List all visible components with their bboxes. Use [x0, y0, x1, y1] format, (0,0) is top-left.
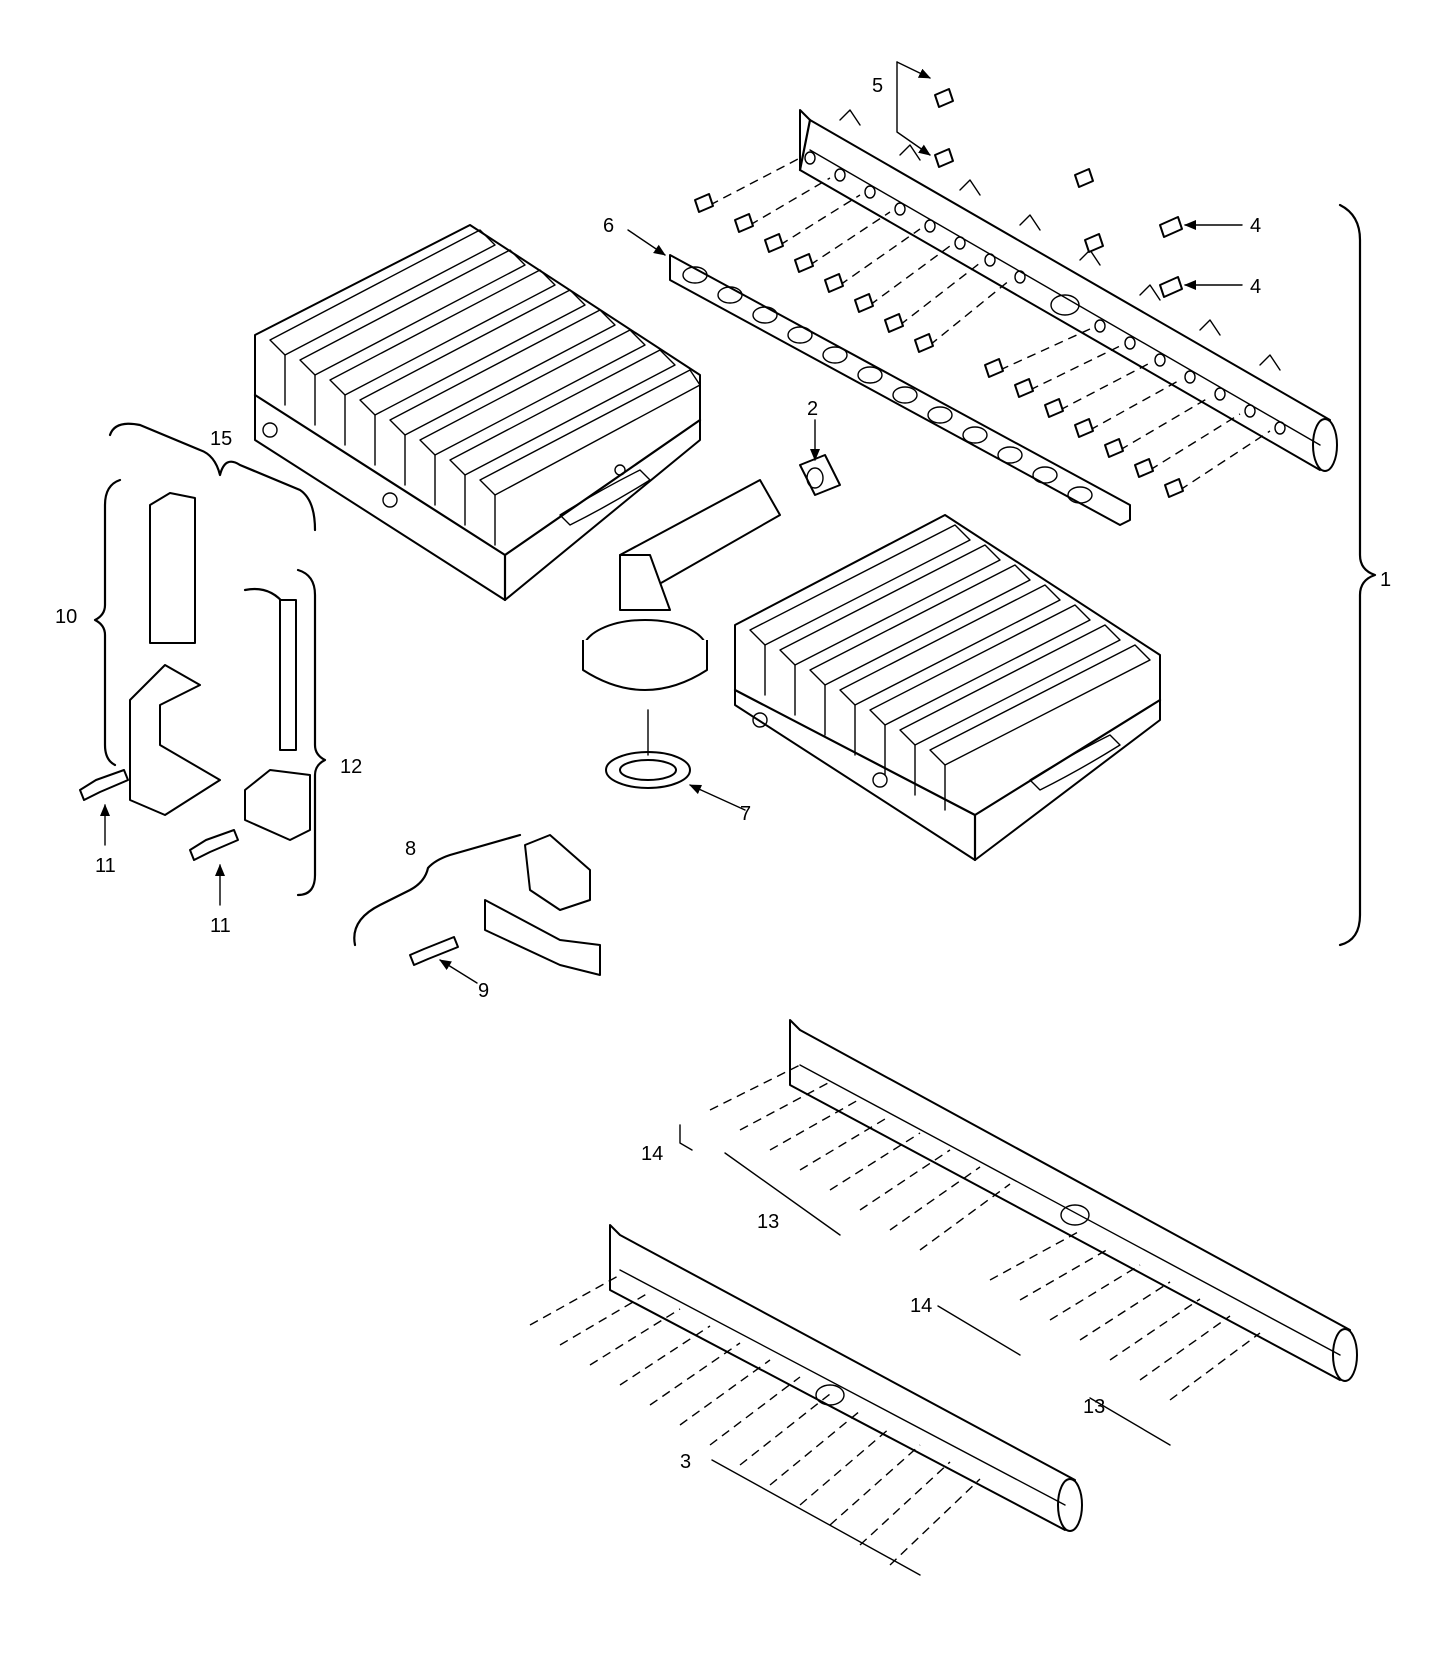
callout-14-lower: 14: [910, 1295, 932, 1317]
manifold-lower: [709, 1019, 1358, 1401]
callout-15: 15: [210, 428, 232, 450]
leader-lines: [100, 61, 1243, 1576]
brace-15: [108, 422, 317, 532]
callout-13-lower: 13: [1083, 1396, 1105, 1418]
burner-assembly-left: [253, 224, 702, 602]
callout-6: 6: [603, 215, 614, 237]
callout-11-left: 11: [95, 855, 116, 877]
callout-4-lower: 4: [1250, 276, 1261, 298]
callout-3: 3: [680, 1451, 691, 1473]
callout-13-upper: 13: [757, 1211, 779, 1233]
callout-4-upper: 4: [1250, 215, 1261, 237]
callout-9: 9: [478, 980, 489, 1002]
callout-10: 10: [55, 606, 77, 628]
callout-5: 5: [872, 75, 883, 97]
manifold-bottom: [529, 1224, 1083, 1566]
brace-12: [296, 568, 327, 897]
burner-assembly-right: [733, 514, 1162, 862]
callout-7: 7: [740, 803, 751, 825]
callout-14-upper: 14: [641, 1143, 663, 1165]
electrode-bracket: [409, 834, 601, 976]
callout-2: 2: [807, 398, 818, 420]
manifold-top-holes: [804, 151, 1286, 435]
gasket-strip: [669, 254, 1131, 526]
brace-8: [353, 833, 522, 947]
gas-inlet-pipe: [582, 454, 841, 789]
brace-1: [1338, 203, 1377, 947]
manifold-screws: [934, 88, 1183, 298]
brace-10: [93, 478, 122, 767]
manifold-top: [694, 88, 1338, 498]
callout-11-right: 11: [210, 915, 231, 937]
callout-1: 1: [1380, 569, 1391, 591]
top-manifold-injectors: [694, 157, 1271, 498]
callout-labels: 5 6 4 4 2 15 1 10 12 7 11 8 11 9 14 13 1…: [55, 75, 1391, 1473]
electrode-group: [79, 492, 311, 861]
callout-8: 8: [405, 838, 416, 860]
callout-12: 12: [340, 756, 362, 778]
